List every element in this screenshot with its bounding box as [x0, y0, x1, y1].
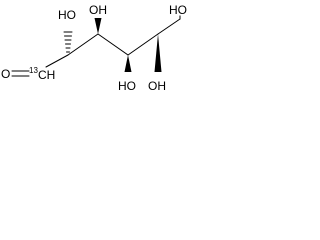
carbonyl-oxygen-label: O — [1, 67, 10, 81]
hydroxyl-c6-label: HO — [169, 3, 187, 17]
isotope-mass-label: 13 — [29, 66, 38, 75]
carbon-c1-label: CH — [38, 68, 55, 82]
hydroxyl-c2-label: HO — [58, 8, 76, 22]
wedge-bond-c4-oh — [124, 55, 132, 72]
bond-c3-c4 — [97, 33, 129, 56]
hydroxyl-c3-label: OH — [89, 3, 107, 17]
bond-c4-c5 — [127, 33, 159, 56]
hydroxyl-c4-label: HO — [118, 79, 136, 93]
wedge-bond-c3-oh — [94, 18, 102, 34]
hashed-bond-c2-oh — [63, 31, 73, 53]
molecule-structure: O 13 CH HO OH HO OH HO — [1, 3, 187, 93]
hydroxyl-c5-label: OH — [148, 79, 166, 93]
bond-c5-c6 — [157, 18, 181, 35]
bond-c1-c2 — [45, 54, 69, 68]
wedge-bond-c5-oh — [154, 34, 162, 72]
bond-c2-c3 — [67, 33, 99, 56]
